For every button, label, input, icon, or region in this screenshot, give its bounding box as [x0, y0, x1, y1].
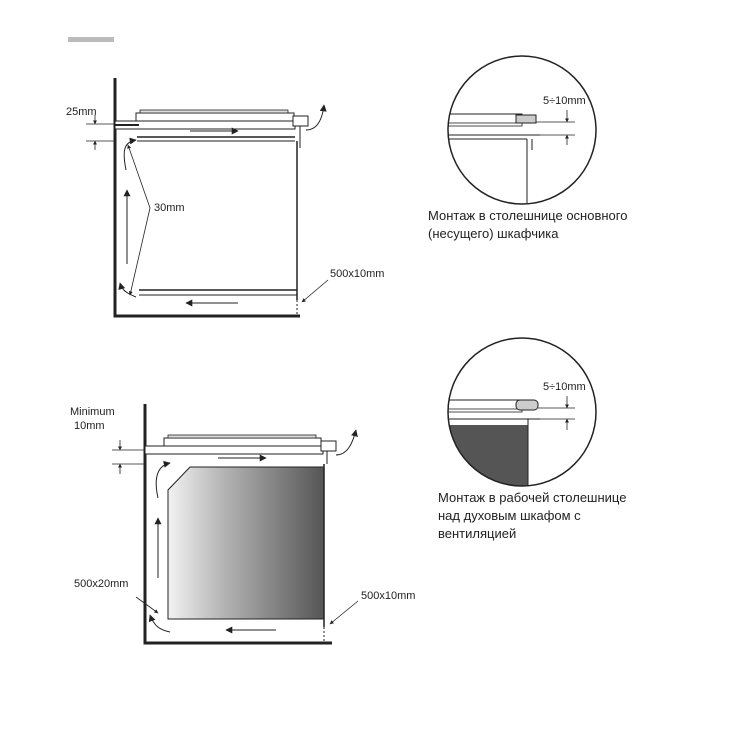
vent-label: 500x10mm	[361, 590, 415, 602]
vent-label: 500x10mm	[330, 268, 384, 280]
caption-line-2: над духовым шкафом с	[438, 508, 581, 523]
oven	[167, 466, 325, 620]
front-edge	[320, 440, 337, 452]
gap-label: 25mm	[66, 106, 97, 118]
front-edge	[292, 115, 309, 127]
wall-floor-line	[143, 404, 332, 645]
oven-dark	[448, 425, 528, 486]
airflow-arrow-corner-low	[148, 614, 171, 633]
airflow-arrow-corner	[123, 137, 137, 171]
caption-line-1: Монтаж в столешнице основного	[428, 208, 627, 223]
flow-label: 30mm	[154, 202, 185, 214]
detail-oven-mounting: 5÷10mm Монтаж в рабочей столешнице над д…	[438, 337, 626, 541]
airflow-arrow-out	[335, 429, 358, 456]
hob	[135, 112, 295, 122]
minimum-label: Minimum	[70, 406, 115, 418]
airflow-arrow-corner-low	[118, 282, 137, 298]
diagram-cabinet-mounting: 30mm 25mm 500x10mm	[66, 78, 384, 318]
caption-line-2: (несущего) шкафчика	[428, 226, 559, 241]
gap-label: 5÷10mm	[543, 381, 586, 393]
detail-cabinet-mounting: 5÷10mm Монтаж в столешнице основного (не…	[428, 55, 627, 241]
countertop	[144, 445, 324, 455]
detail-circle	[447, 337, 597, 487]
minimum-value-label: 10mm	[74, 420, 105, 432]
caption-line-1: Монтаж в рабочей столешнице	[438, 490, 626, 505]
wall-floor-line	[113, 78, 300, 318]
cropped-header-text	[68, 37, 114, 42]
left-vent-label: 500x20mm	[74, 578, 128, 590]
diagram-oven-mounting: Minimum 10mm 500x20mm 500x10mm	[70, 404, 415, 645]
gap-label: 5÷10mm	[543, 95, 586, 107]
detail-circle	[447, 55, 597, 205]
airflow-arrow-corner	[155, 460, 171, 499]
countertop	[114, 120, 296, 130]
caption-line-3: вентиляцией	[438, 526, 516, 541]
airflow-arrow-out	[305, 104, 327, 131]
hob	[163, 437, 322, 447]
